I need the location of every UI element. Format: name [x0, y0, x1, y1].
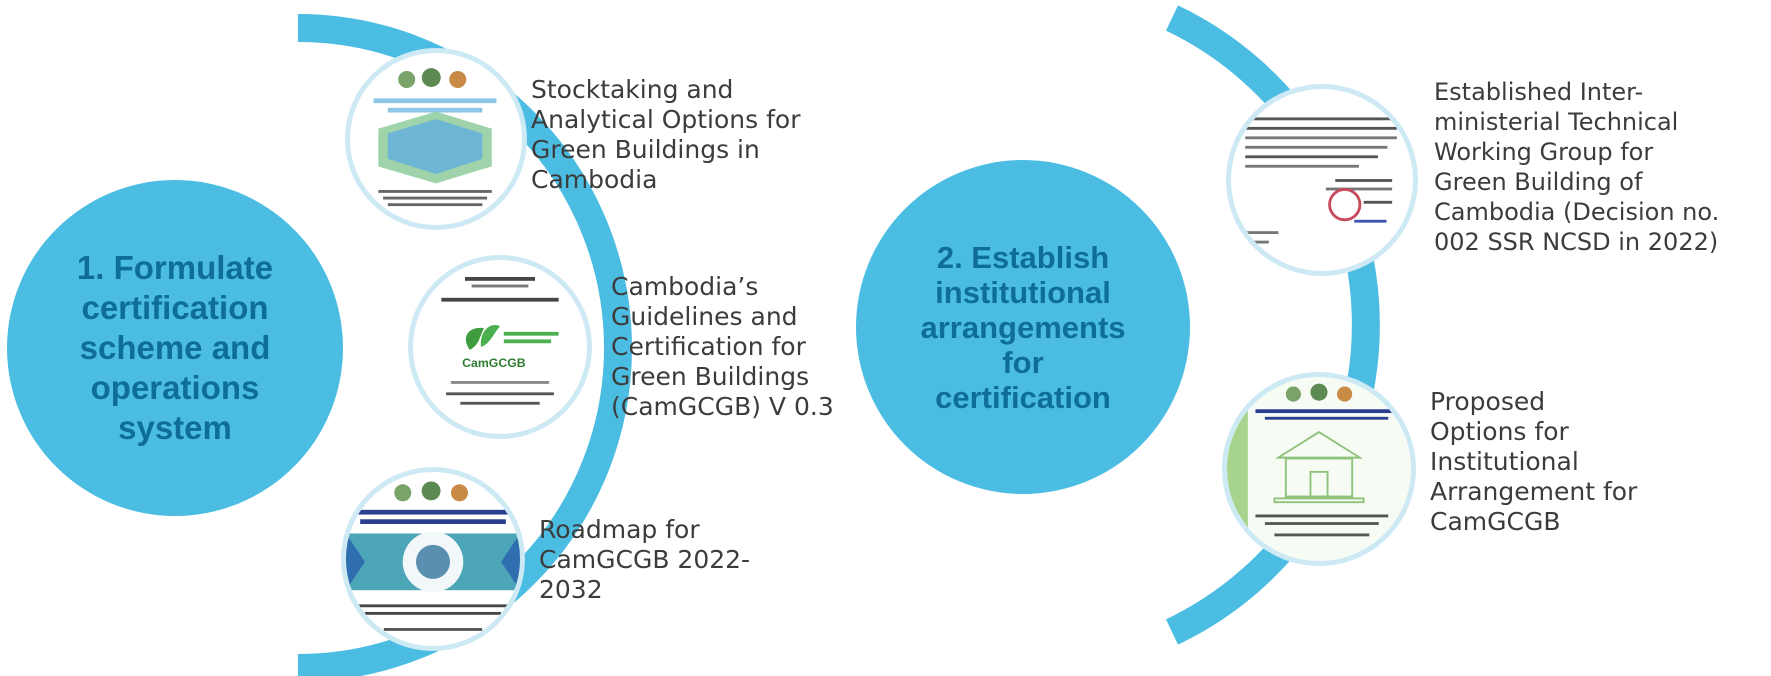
- thumbnail-decision[interactable]: [1226, 84, 1418, 276]
- thumbnail-guidelines[interactable]: CamGCGB: [408, 255, 592, 439]
- thumbnail-stocktaking[interactable]: [345, 48, 527, 230]
- label-institutional: Proposed Options for Institutional Arran…: [1430, 387, 1638, 536]
- section1-circle: 1. Formulate certification scheme and op…: [7, 180, 343, 516]
- section1-title: 1. Formulate certification scheme and op…: [76, 249, 274, 446]
- label-guidelines: Cambodia’s Guidelines and Certification …: [611, 272, 834, 421]
- label-decision: Established Inter- ministerial Technical…: [1434, 78, 1720, 256]
- arc-right: [1165, 5, 1380, 645]
- label-stocktaking: Stocktaking and Analytical Options for G…: [531, 75, 801, 194]
- institutional-options-cover-icon: [1227, 377, 1411, 561]
- section2-circle: 2. Establish institutional arrangements …: [856, 160, 1190, 494]
- thumbnail-roadmap[interactable]: [341, 467, 525, 651]
- roadmap-cover-icon: [346, 481, 520, 631]
- section2-title: 2. Establish institutional arrangements …: [920, 239, 1126, 415]
- label-roadmap: Roadmap for CamGCGB 2022- 2032: [539, 515, 751, 604]
- report-cover-icon: [373, 68, 497, 207]
- thumbnail-institutional[interactable]: [1222, 372, 1416, 566]
- decision-document-icon: [1240, 117, 1397, 244]
- svg-text:CamGCGB: CamGCGB: [462, 356, 526, 370]
- guideline-cover-icon: CamGCGB: [441, 277, 559, 405]
